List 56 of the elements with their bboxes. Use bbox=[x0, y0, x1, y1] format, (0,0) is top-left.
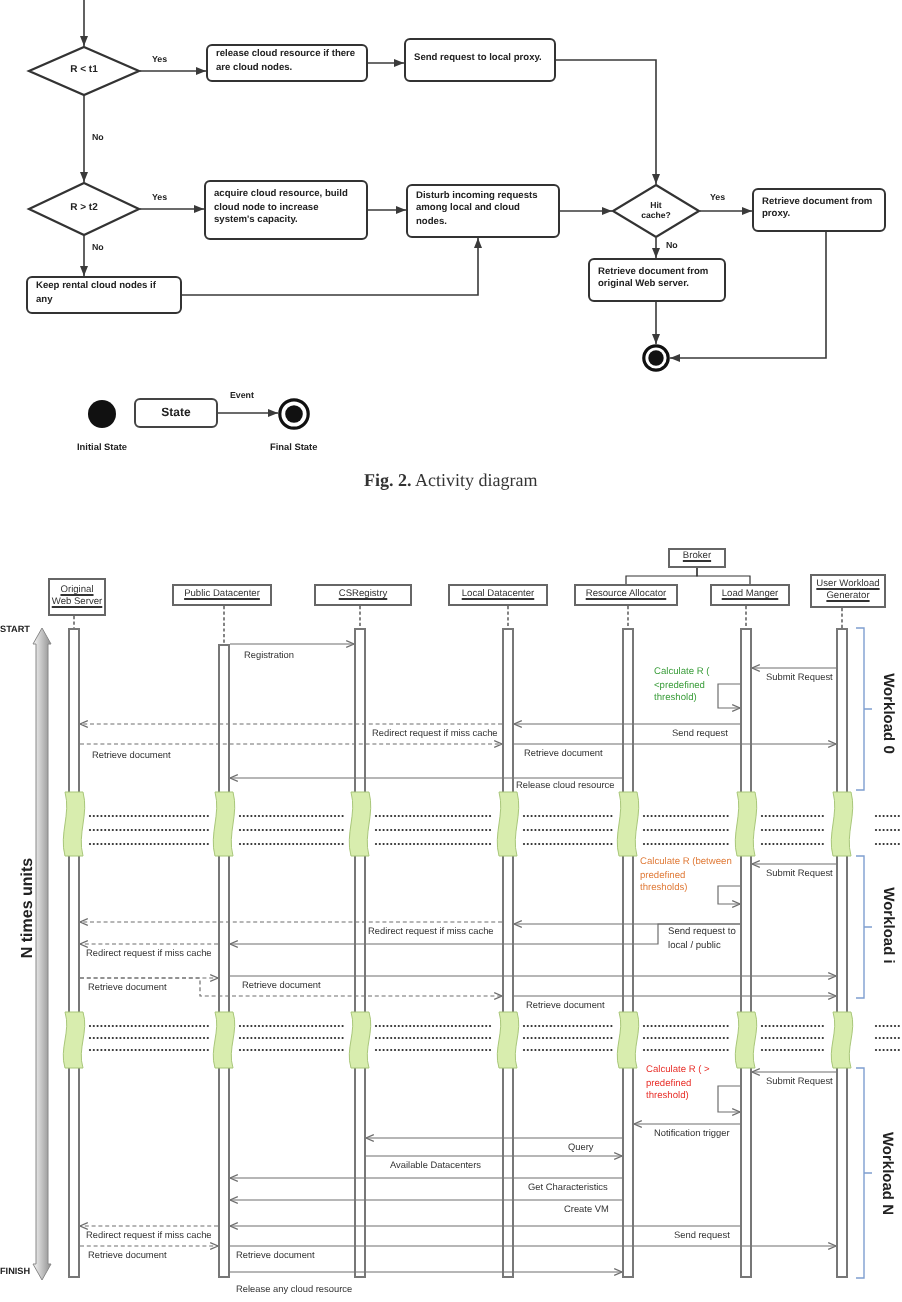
message-arrow bbox=[365, 1152, 623, 1160]
message-arrow bbox=[229, 640, 355, 648]
lifeline bbox=[627, 605, 629, 629]
flow-arrow bbox=[555, 59, 660, 185]
message-arrow bbox=[79, 977, 503, 1000]
message-arrow bbox=[513, 740, 837, 748]
figure-caption: Fig. 2. Activity diagram bbox=[364, 470, 538, 490]
message-arrow bbox=[229, 1196, 623, 1204]
flow-arrow bbox=[367, 59, 405, 67]
connector-line bbox=[696, 567, 751, 585]
message-arrow bbox=[229, 1174, 623, 1182]
flow-arrow bbox=[80, 235, 88, 277]
self-message-arrow bbox=[717, 885, 741, 908]
lifeline bbox=[223, 605, 225, 645]
message-arrow bbox=[79, 1242, 219, 1250]
message-arrow bbox=[229, 972, 837, 980]
message-arrow bbox=[229, 774, 623, 782]
flow-arrow bbox=[669, 231, 827, 362]
message-arrow bbox=[79, 1222, 219, 1230]
message-arrow bbox=[79, 918, 503, 926]
flow-arrow bbox=[139, 205, 205, 213]
final-state-icon bbox=[278, 398, 310, 430]
self-message-arrow bbox=[717, 1085, 741, 1116]
flow-arrow bbox=[559, 207, 613, 215]
flow-arrow bbox=[181, 237, 482, 296]
flow-arrow bbox=[699, 207, 753, 215]
message-arrow bbox=[633, 1120, 741, 1128]
message-arrow bbox=[79, 740, 503, 748]
self-message-arrow bbox=[717, 683, 741, 712]
flow-arrow bbox=[367, 206, 407, 214]
flow-arrow bbox=[80, 95, 88, 183]
timeline-label: N times units bbox=[20, 857, 37, 959]
message-arrow bbox=[229, 923, 741, 948]
message-arrow bbox=[513, 720, 741, 728]
message-arrow bbox=[751, 1068, 837, 1076]
message-arrow bbox=[229, 1268, 623, 1276]
lifeline bbox=[841, 607, 843, 629]
flow-arrow bbox=[652, 301, 660, 345]
message-arrow bbox=[751, 664, 837, 672]
initial-state-icon bbox=[88, 400, 116, 428]
message-arrow bbox=[79, 720, 503, 728]
flow-arrow bbox=[80, 0, 88, 47]
message-arrow bbox=[229, 1242, 837, 1250]
message-arrow bbox=[513, 992, 837, 1000]
message-arrow bbox=[229, 1222, 741, 1230]
lifeline bbox=[745, 605, 747, 629]
lifeline bbox=[73, 615, 75, 629]
message-arrow bbox=[79, 940, 219, 948]
lifeline bbox=[359, 605, 361, 629]
flow-arrow bbox=[217, 409, 279, 417]
flow-arrow bbox=[139, 67, 207, 75]
flow-arrow bbox=[652, 237, 660, 259]
message-arrow bbox=[365, 1134, 623, 1142]
lifeline bbox=[507, 605, 509, 629]
message-arrow bbox=[751, 860, 837, 868]
final-state-icon bbox=[642, 344, 670, 372]
